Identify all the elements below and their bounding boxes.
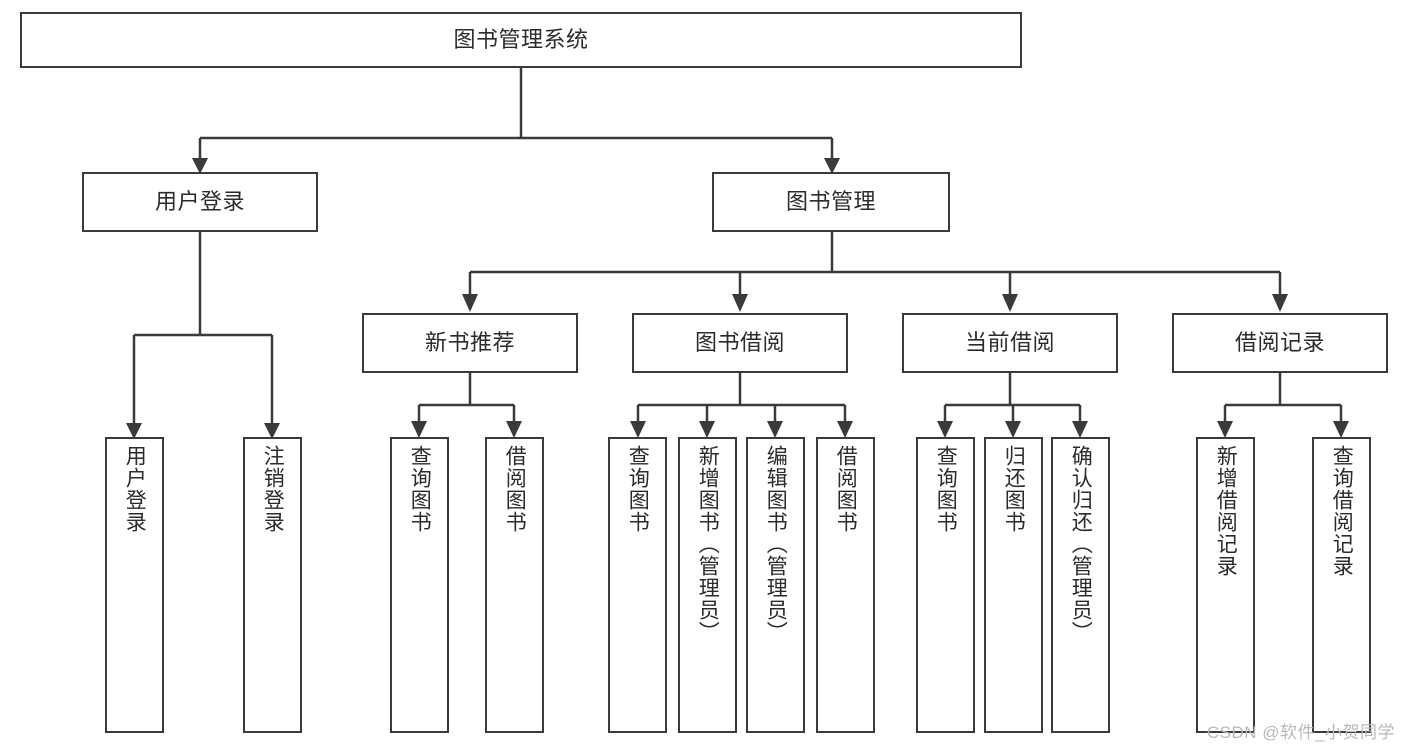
node-root-book-management-system[interactable]: 图书管理系统 [20,12,1022,68]
arrow-head-icon [1005,421,1021,438]
arrow-head-icon [937,421,953,438]
node-label: 查询图书 [626,445,650,533]
node-label: 借阅记录 [1234,330,1325,356]
node-leaf-query-book-3[interactable]: 查询图书 [916,437,975,733]
node-label: 注销登录 [261,445,285,533]
node-label: 用户登录 [123,445,147,533]
node-label: 查询图书 [408,445,432,533]
node-label: 确认归还（管理员） [1069,445,1093,643]
node-label: 归还图书 [1002,445,1026,533]
node-leaf-edit-book-admin[interactable]: 编辑图书（管理员） [746,437,805,733]
node-book-borrow[interactable]: 图书借阅 [632,313,848,373]
node-leaf-user-login[interactable]: 用户登录 [105,437,164,733]
node-label: 当前借阅 [964,330,1055,356]
node-leaf-add-borrow-record[interactable]: 新增借阅记录 [1196,437,1255,733]
node-leaf-confirm-return-admin[interactable]: 确认归还（管理员） [1051,437,1110,733]
arrow-head-icon [1002,294,1018,312]
arrow-head-icon [411,421,427,438]
arrow-head-icon [699,421,715,438]
node-book-manage[interactable]: 图书管理 [712,172,950,232]
node-borrow-record[interactable]: 借阅记录 [1172,313,1388,373]
node-label: 新书推荐 [424,330,515,356]
arrow-head-icon [1333,421,1349,438]
node-leaf-borrow-book-2[interactable]: 借阅图书 [816,437,875,733]
node-label: 查询借阅记录 [1330,445,1354,577]
node-label: 图书管理系统 [453,27,589,53]
node-label: 编辑图书（管理员） [764,445,788,643]
arrow-head-icon [1272,294,1288,312]
node-label: 新增借阅记录 [1214,445,1238,577]
node-leaf-query-book-1[interactable]: 查询图书 [390,437,449,733]
node-leaf-borrow-book-1[interactable]: 借阅图书 [485,437,544,733]
node-leaf-return-book[interactable]: 归还图书 [984,437,1043,733]
node-user-login[interactable]: 用户登录 [82,172,318,232]
csdn-watermark: CSDN @软件_小贺同学 [1206,723,1395,742]
arrow-head-icon [1217,421,1233,438]
node-leaf-add-book-admin[interactable]: 新增图书（管理员） [678,437,737,733]
node-label: 查询图书 [934,445,958,533]
node-label: 借阅图书 [834,445,858,533]
arrow-head-icon [630,421,646,438]
node-label: 图书管理 [785,189,876,215]
node-current-borrow[interactable]: 当前借阅 [902,313,1118,373]
node-label: 借阅图书 [503,445,527,533]
arrow-head-icon [732,294,748,312]
node-new-book-recommend[interactable]: 新书推荐 [362,313,578,373]
node-label: 图书借阅 [694,330,785,356]
arrow-head-icon [767,421,783,438]
node-leaf-query-book-2[interactable]: 查询图书 [608,437,667,733]
node-label: 用户登录 [154,189,245,215]
arrow-head-icon [837,421,853,438]
node-leaf-logout-login[interactable]: 注销登录 [243,437,302,733]
arrow-head-icon [506,421,522,438]
node-leaf-query-borrow-record[interactable]: 查询借阅记录 [1312,437,1371,733]
arrow-head-icon [1072,421,1088,438]
node-label: 新增图书（管理员） [696,445,720,643]
arrow-head-icon [462,294,478,312]
